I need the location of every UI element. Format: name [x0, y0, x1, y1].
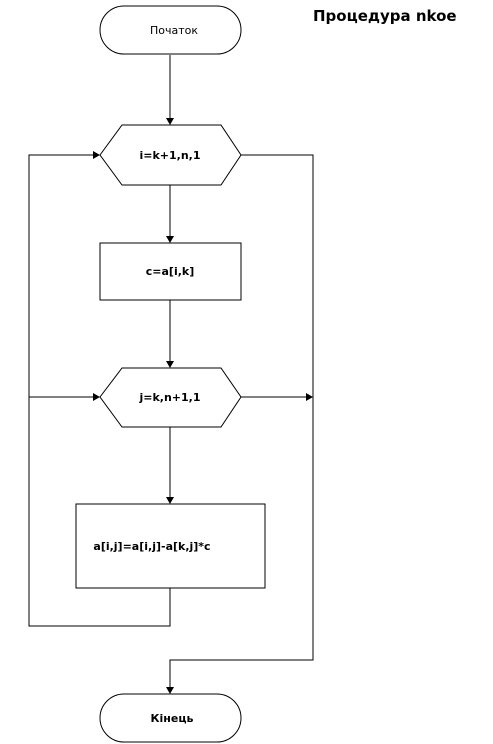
arrowhead: [93, 393, 100, 401]
update-node: a[i,j]=a[i,j]-a[k,j]*c: [75, 503, 266, 589]
start-node: Початок: [99, 5, 242, 55]
arrowhead: [93, 151, 100, 159]
loop-j-node: j=k,n+1,1: [99, 367, 242, 428]
arrowhead: [166, 687, 174, 694]
loop-i-label: i=k+1,n,1: [139, 149, 200, 162]
assign-c-node: c=a[i,k]: [99, 242, 242, 301]
update-label: a[i,j]=a[i,j]-a[k,j]*c: [93, 540, 210, 553]
assign-c-label: c=a[i,k]: [146, 265, 194, 278]
start-label: Початок: [150, 24, 198, 37]
end-node: Кінець: [99, 693, 242, 743]
edge-loop-i-exit-to-end: [169, 154, 314, 688]
arrowhead: [166, 118, 174, 125]
arrowhead: [306, 393, 313, 401]
loop-i-node: i=k+1,n,1: [99, 124, 242, 186]
connectors: [28, 55, 314, 694]
arrowhead: [166, 361, 174, 368]
end-label: Кінець: [151, 712, 194, 725]
loop-j-label: j=k,n+1,1: [138, 391, 200, 404]
arrowhead: [166, 236, 174, 243]
edge-return-to-loop-i: [28, 154, 171, 627]
arrowhead: [166, 497, 174, 504]
diagram-title: Процедура nkoe: [313, 7, 457, 25]
